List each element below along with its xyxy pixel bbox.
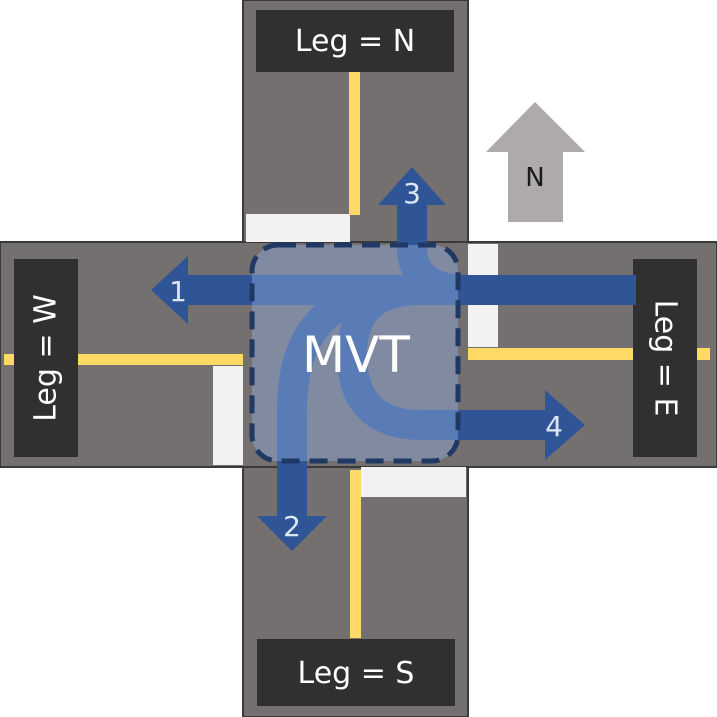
crosswalk-west — [213, 366, 243, 465]
center-line-west — [4, 354, 243, 365]
movement-path-4 — [337, 275, 548, 440]
crosswalk-north — [246, 214, 350, 242]
center-line-south — [350, 470, 361, 638]
leg-label-east: Leg = E — [633, 259, 697, 457]
center-line-north — [349, 72, 360, 215]
movement-arrowhead-4 — [545, 390, 585, 460]
movement-arrowhead-3 — [378, 167, 446, 205]
movement-numbers: 1 2 3 4 — [169, 177, 563, 543]
leg-label-north: Leg = N — [256, 10, 454, 72]
leg-label-north-text: Leg = N — [295, 24, 415, 59]
leg-label-west-text: Leg = W — [29, 294, 64, 422]
movement-label: MVT — [302, 326, 410, 384]
north-arrow-label: N — [525, 163, 544, 193]
movement-arrowheads — [151, 167, 585, 551]
leg-label-east-box — [633, 259, 697, 457]
leg-label-south: Leg = S — [257, 639, 455, 706]
movement-arrowhead-1 — [151, 256, 188, 324]
crosswalk-south — [361, 467, 466, 497]
leg-label-east-text: Leg = E — [648, 300, 683, 417]
leg-label-south-box — [257, 639, 455, 706]
leg-label-south-text: Leg = S — [298, 656, 415, 691]
north-arrow-icon — [486, 102, 585, 222]
north-arrow: N — [486, 102, 585, 222]
movement-number-4: 4 — [545, 410, 563, 443]
movement-number-3: 3 — [403, 177, 421, 210]
movement-number-2: 2 — [283, 510, 301, 543]
leg-label-west-box — [14, 259, 78, 457]
movement-number-1: 1 — [169, 275, 187, 308]
movement-arrowhead-2 — [257, 516, 327, 551]
leg-label-west: Leg = W — [14, 259, 78, 457]
movement-zone — [249, 242, 461, 464]
leg-label-north-box — [256, 10, 454, 72]
